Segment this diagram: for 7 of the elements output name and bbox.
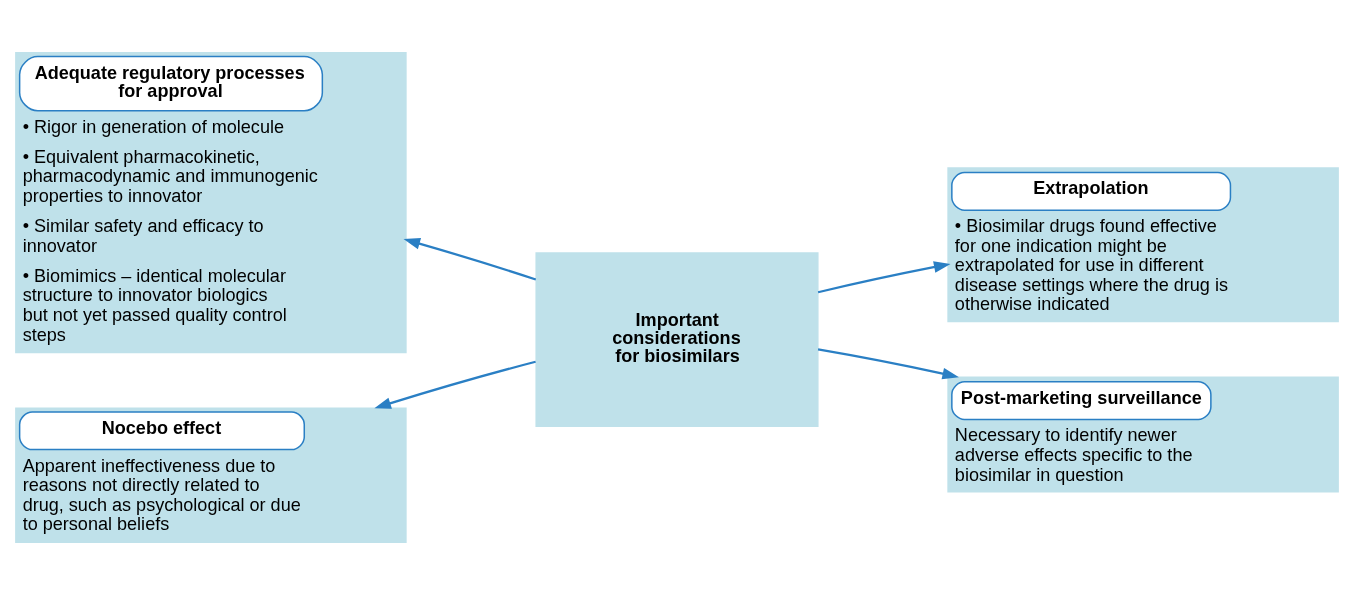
arrow [403,237,537,281]
node-box: Post-marketing surveillance Necessary to identify newer adverse effects specific to the biosimilar in question [947,376,1339,493]
node-box: Extrapolation • Biosimilar drugs found effective for one indication might be extrapolated for use in different disease settings where the drug is otherwise indicated [947,166,1339,322]
arrow [817,260,951,293]
node-box: Important considerations for biosimilars [535,251,819,427]
arrow [374,360,536,409]
arrow [817,347,959,379]
